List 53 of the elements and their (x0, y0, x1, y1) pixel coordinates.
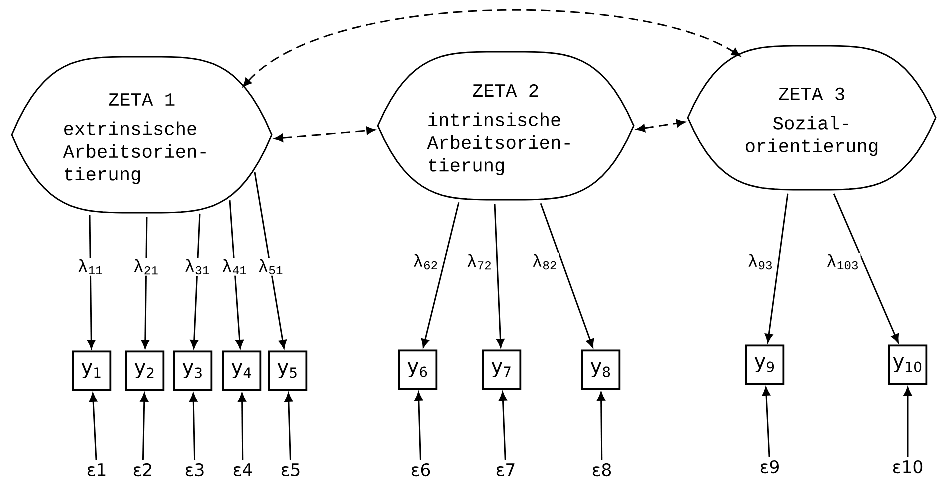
error-term: ε2 (134, 463, 152, 477)
indicator-box: y$_{10}$ (888, 344, 928, 386)
arrow (499, 392, 508, 460)
error-term: ε7 (496, 464, 515, 476)
edge-label: λ$_{11}$ (76, 258, 105, 276)
edge-label: λ$_{62}$ (412, 253, 440, 271)
arrow (540, 203, 594, 348)
indicator-box: y$_{1}$ (72, 350, 112, 392)
edge-label: λ$_{103}$ (825, 253, 861, 271)
edge-label: λ$_{51}$ (256, 258, 286, 276)
indicator-box: y$_{3}$ (173, 350, 213, 392)
edge-label: λ$_{72}$ (466, 253, 494, 271)
error-term: ε10 (893, 460, 923, 474)
error-term: ε8 (592, 463, 612, 477)
edge-label: λ$_{21}$ (132, 258, 160, 276)
arrow (238, 393, 246, 460)
arrow (414, 392, 423, 460)
edge-label: λ$_{82}$ (530, 253, 560, 271)
indicator-box: y$_{7}$ (482, 350, 522, 390)
edge-label: λ$_{41}$ (220, 258, 249, 276)
arrow (90, 393, 98, 460)
arrow (284, 393, 293, 460)
indicator-box: y$_{2}$ (125, 350, 165, 392)
dashed-arrow (274, 126, 376, 142)
indicator-box: y$_{6}$ (398, 350, 438, 390)
arrow (904, 387, 912, 458)
dashed-arrow (243, 10, 741, 88)
error-term: ε3 (186, 463, 204, 477)
error-term: ε5 (282, 464, 300, 476)
arrow (88, 215, 96, 349)
arrow (140, 393, 148, 460)
arrow (494, 204, 505, 348)
dashed-arrow (636, 120, 686, 132)
arrow (762, 387, 770, 458)
error-term: ε4 (234, 464, 252, 476)
indicator-box: y$_{9}$ (745, 344, 785, 386)
indicator-box: y$_{5}$ (268, 350, 308, 392)
indicator-box: y$_{8}$ (581, 350, 621, 390)
arrow (421, 202, 460, 348)
error-term: ε1 (88, 464, 106, 476)
arrow (254, 172, 287, 349)
error-term: ε9 (760, 460, 779, 474)
arrow (597, 392, 606, 460)
arrow (229, 200, 244, 349)
arrow (190, 214, 201, 349)
error-term: ε6 (412, 463, 430, 477)
edge-label: λ$_{93}$ (746, 253, 775, 271)
arrow (765, 194, 789, 343)
indicator-box: y$_{4}$ (222, 350, 262, 392)
arrow (833, 194, 900, 344)
edge-label: λ$_{31}$ (183, 258, 212, 276)
arrow (141, 217, 150, 349)
arrow (190, 393, 198, 460)
